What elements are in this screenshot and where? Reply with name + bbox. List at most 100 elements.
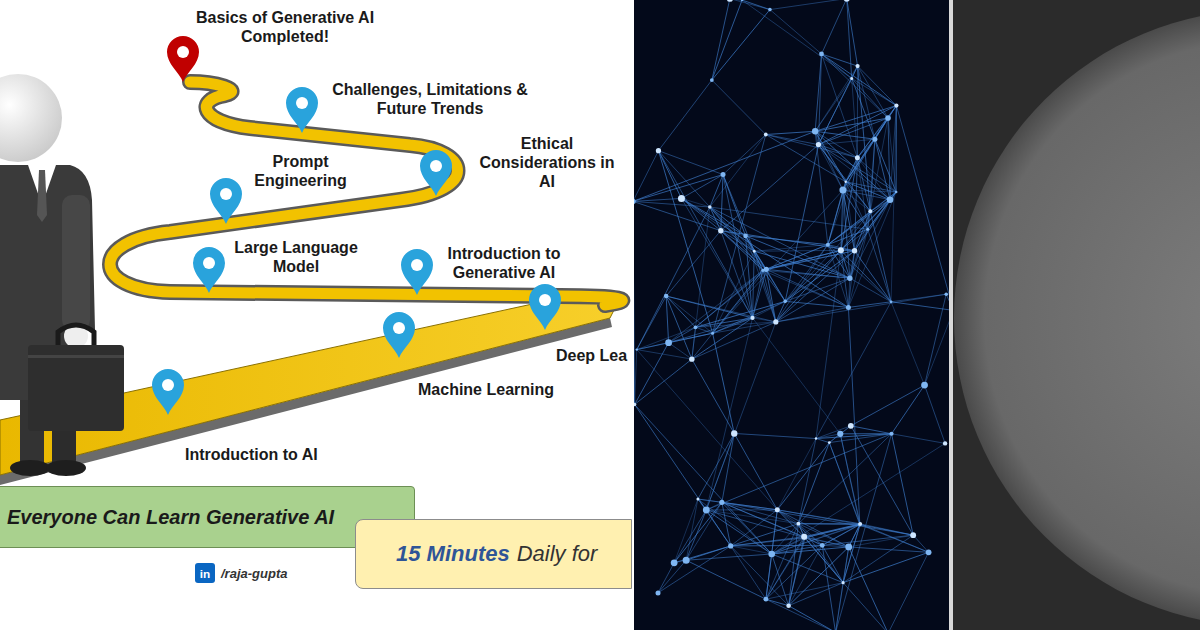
network-line	[730, 0, 770, 10]
network-line	[635, 343, 669, 405]
network-dot	[665, 339, 672, 346]
network-line	[850, 200, 890, 278]
network-line	[706, 509, 777, 510]
network-line	[658, 151, 709, 207]
linkedin-icon: in	[195, 563, 215, 583]
network-line	[706, 433, 734, 510]
network-line	[669, 333, 713, 342]
finish-pin	[167, 36, 199, 82]
network-line	[828, 229, 868, 244]
network-line	[763, 270, 848, 307]
network-line	[892, 385, 925, 434]
network-dot	[866, 228, 869, 231]
network-dot	[710, 78, 714, 82]
network-line	[828, 245, 850, 279]
network-line	[713, 135, 766, 334]
network-line	[731, 546, 766, 599]
network-dot	[796, 522, 800, 526]
network-dot	[731, 430, 737, 436]
network-line	[805, 538, 843, 583]
network-line	[712, 80, 766, 134]
network-line	[686, 560, 766, 599]
network-line	[785, 245, 828, 302]
network-dot	[656, 590, 661, 595]
network-line	[634, 201, 710, 207]
network-line	[658, 151, 723, 175]
network-line	[696, 327, 713, 333]
network-line	[666, 296, 668, 343]
network-line	[686, 502, 722, 560]
network-line	[635, 359, 692, 404]
network-line	[892, 434, 914, 535]
network-dot	[926, 549, 932, 555]
network-dot	[773, 319, 778, 324]
network-line	[674, 499, 698, 563]
network-line	[742, 0, 852, 78]
network-line	[753, 318, 776, 322]
network-line	[843, 583, 888, 630]
network-dot	[844, 0, 850, 2]
network-line	[734, 433, 777, 509]
network-line	[804, 525, 860, 537]
network-dot	[678, 195, 685, 202]
network-dot	[816, 142, 821, 147]
network-line	[710, 207, 746, 236]
milestone-label: Prompt Engineering	[248, 152, 353, 190]
network-line	[946, 294, 949, 310]
network-line	[822, 54, 858, 66]
network-line	[851, 426, 913, 535]
network-line	[896, 106, 949, 311]
network-line	[658, 563, 674, 593]
winding-road	[110, 82, 622, 305]
network-line	[681, 175, 723, 199]
network-dot	[689, 356, 694, 361]
network-line	[777, 439, 816, 510]
network-line	[635, 404, 772, 554]
network-line	[789, 606, 836, 630]
network-line	[849, 547, 888, 630]
network-line	[731, 546, 789, 606]
network-dot	[741, 0, 743, 1]
network-line	[637, 343, 669, 350]
network-dot	[719, 500, 724, 505]
network-line	[828, 182, 846, 245]
network-dot	[727, 0, 733, 2]
network-dot	[764, 597, 769, 602]
network-line	[723, 135, 766, 175]
network-line	[828, 200, 890, 245]
network-line	[815, 54, 821, 131]
network-line	[777, 510, 848, 547]
network-line	[798, 524, 843, 583]
network-line	[848, 302, 891, 308]
network-line	[712, 10, 770, 80]
milestone-label: Machine Learning	[418, 380, 554, 399]
network-dot	[838, 247, 844, 253]
network-line	[836, 547, 849, 630]
network-dot	[761, 269, 764, 272]
network-dot	[855, 155, 860, 160]
network-dot	[636, 348, 638, 350]
network-line	[723, 175, 754, 252]
network-line	[692, 207, 710, 359]
network-dot	[820, 543, 825, 548]
network-line	[766, 135, 846, 182]
network-line	[843, 552, 928, 582]
network-dot	[885, 115, 891, 121]
network-line	[789, 537, 805, 606]
network-dot	[850, 77, 853, 80]
milestone-label: Introduction to AI	[185, 445, 318, 464]
network-dot	[671, 559, 678, 566]
network-line	[658, 151, 752, 318]
network-dot	[844, 181, 846, 183]
network-line	[860, 525, 913, 536]
network-line	[815, 78, 852, 131]
network-line	[666, 231, 721, 296]
milestone-label: Large Language Model	[226, 238, 366, 276]
network-line	[816, 250, 841, 438]
network-dot	[826, 243, 830, 247]
network-dot	[887, 196, 894, 203]
panel-divider	[949, 0, 953, 630]
network-line	[666, 296, 695, 327]
network-line	[731, 510, 778, 546]
network-dot	[721, 172, 726, 177]
